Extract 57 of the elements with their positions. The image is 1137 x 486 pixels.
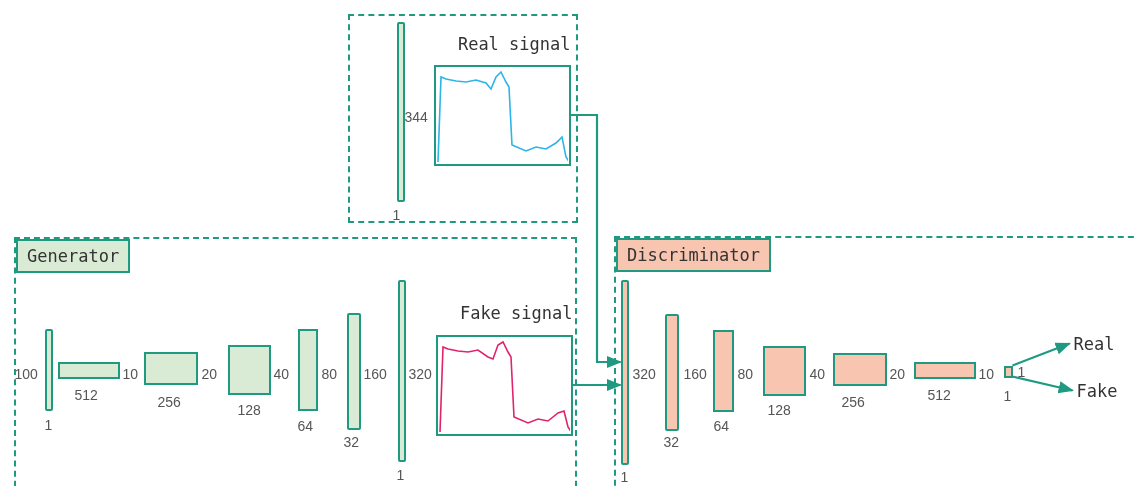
height-label: 40: [809, 365, 826, 382]
width-label: 128: [767, 401, 791, 418]
layer-bar: [664, 313, 679, 431]
width-label: 512: [74, 386, 98, 403]
height-label: 160: [683, 365, 707, 382]
layer-block: [832, 352, 887, 386]
height-label: 20: [201, 365, 218, 382]
height-label: 320: [632, 365, 656, 382]
network-region: [14, 237, 577, 486]
width-label: 256: [157, 393, 181, 410]
width-label: 1: [396, 466, 405, 483]
layer-bar: [396, 21, 405, 202]
height-label: 10: [122, 365, 139, 382]
layer-bar: [620, 279, 629, 465]
width-label: 1: [44, 416, 53, 433]
plot-title: Fake signal: [459, 302, 573, 323]
section-title-tab: Discriminator: [616, 238, 772, 272]
width-label: 1: [1003, 387, 1012, 404]
layer-block: [913, 361, 976, 379]
height-label: 80: [321, 365, 338, 382]
width-label: 32: [663, 433, 680, 450]
layer-block: [143, 351, 198, 385]
height-label: 80: [737, 365, 754, 382]
height-label: 344: [404, 108, 428, 125]
output-label: Real: [1073, 333, 1115, 354]
height-label: 40: [273, 365, 290, 382]
width-label: 32: [343, 433, 360, 450]
arrow: [1012, 375, 1074, 394]
width-label: 1: [620, 468, 629, 485]
height-label: 1: [1017, 363, 1026, 380]
width-label: 64: [297, 417, 314, 434]
plot-title: Real signal: [457, 33, 571, 54]
layer-block: [712, 329, 734, 412]
layer-block: [1003, 365, 1013, 378]
arrow: [570, 113, 623, 369]
layer-block: [762, 345, 806, 396]
width-label: 256: [841, 393, 865, 410]
arrow: [1012, 342, 1071, 367]
layer-block: [57, 361, 120, 379]
width-label: 1: [392, 206, 401, 223]
section-title-tab: Generator: [16, 239, 131, 273]
height-label: 100: [14, 365, 38, 382]
height-label: 10: [978, 365, 995, 382]
layer-block: [227, 344, 271, 395]
layer-bar: [346, 312, 361, 430]
input-region: [348, 14, 578, 223]
width-label: 128: [237, 401, 261, 418]
height-label: 20: [889, 365, 906, 382]
layer-bar: [397, 279, 406, 462]
width-label: 64: [713, 417, 730, 434]
output-label: Fake: [1076, 380, 1118, 401]
height-label: 320: [408, 365, 432, 382]
width-label: 512: [927, 386, 951, 403]
layer-block: [297, 328, 318, 411]
height-label: 160: [363, 365, 387, 382]
arrow: [572, 378, 623, 392]
layer-bar: [44, 328, 53, 411]
